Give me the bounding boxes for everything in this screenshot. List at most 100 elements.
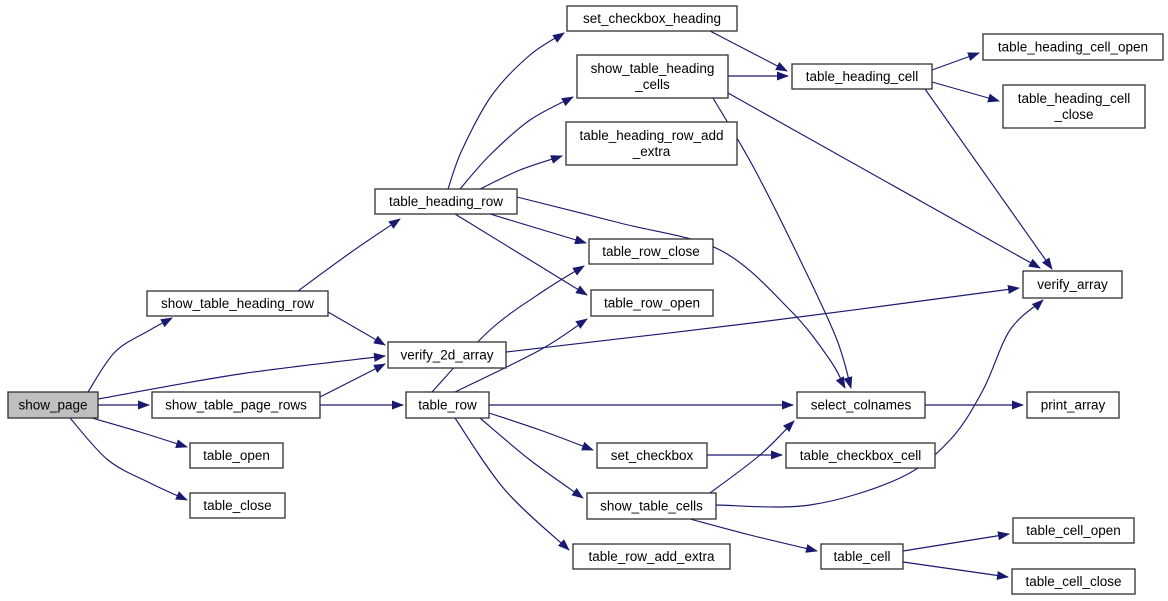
node-box	[189, 492, 286, 519]
node-set-checkbox-heading[interactable]: set_checkbox_heading	[566, 5, 738, 32]
node-show-table-page-rows[interactable]: show_table_page_rows	[151, 391, 321, 419]
edge-show-page-to-show-table-heading-row	[87, 317, 173, 393]
node-box	[1012, 517, 1135, 544]
node-box	[7, 391, 99, 419]
node-box	[1026, 391, 1120, 419]
node-table-cell[interactable]: table_cell	[820, 543, 904, 570]
edge-table-row-to-set-checkbox	[488, 412, 594, 451]
edge-table-heading-row-to-table-row-close	[489, 213, 587, 245]
edge-table-heading-row-to-set-checkbox-heading	[447, 32, 565, 190]
node-verify-array[interactable]: verify_array	[1022, 270, 1123, 299]
node-table-heading-row[interactable]: table_heading_row	[374, 188, 518, 215]
edge-show-table-heading-row-to-table-heading-row	[297, 218, 401, 292]
node-label: table_close	[203, 498, 271, 513]
edge-table-cell-to-table-cell-open	[902, 531, 1010, 552]
edge-show-table-cells-to-table-cell	[689, 518, 818, 553]
node-label: table_cell	[833, 549, 890, 564]
node-label: print_array	[1041, 398, 1106, 413]
edge-table-row-to-table-row-close	[431, 265, 585, 393]
edge-show-table-heading-row-to-verify-2d-array	[327, 311, 386, 346]
node-label: table_row	[418, 398, 477, 413]
node-label: set_checkbox	[611, 448, 694, 463]
node-label: table_row_open	[604, 296, 700, 311]
node-show-table-heading-cells[interactable]: show_table_heading_cells	[576, 54, 729, 99]
node-table-row-add-extra[interactable]: table_row_add_extra	[572, 543, 731, 570]
node-label: table_row_close	[602, 244, 700, 259]
edge-table-heading-row-to-select-colnames	[516, 196, 846, 389]
node-label: table_open	[203, 448, 270, 463]
node-label: show_table_heading_cells	[591, 61, 715, 92]
edge-show-table-heading-cells-to-select-colnames	[712, 97, 853, 389]
node-label: show_page	[18, 398, 87, 413]
node-box	[576, 54, 729, 99]
node-box	[791, 63, 933, 90]
edge-table-heading-cell-to-table-heading-cell-open	[931, 52, 980, 71]
edge-table-heading-row-to-table-row-open	[454, 213, 588, 296]
node-box	[189, 442, 284, 469]
node-box	[565, 121, 738, 166]
node-table-row-close[interactable]: table_row_close	[588, 238, 714, 265]
node-label: table_heading_row_add_extra	[579, 128, 723, 159]
edge-table-heading-row-to-table-heading-row-add-extra	[479, 155, 563, 190]
node-label: show_table_cells	[600, 499, 703, 514]
node-label: verify_2d_array	[400, 348, 493, 363]
node-table-heading-cell-open[interactable]: table_heading_cell_open	[982, 33, 1164, 61]
node-label: select_colnames	[811, 398, 912, 413]
node-table-checkbox-cell[interactable]: table_checkbox_cell	[785, 442, 936, 469]
node-label: show_table_page_rows	[165, 398, 307, 413]
node-table-cell-close[interactable]: table_cell_close	[1011, 568, 1136, 595]
node-label: show_table_heading_row	[161, 296, 314, 311]
node-box	[588, 238, 714, 265]
node-label: table_heading_cell	[806, 69, 919, 84]
node-box	[1002, 84, 1146, 129]
edge-table-heading-row-to-show-table-heading-cells	[459, 96, 574, 190]
node-select-colnames[interactable]: select_colnames	[796, 391, 926, 419]
edge-table-row-to-show-table-cells	[479, 417, 584, 499]
node-label: table_row_add_extra	[588, 549, 715, 564]
edge-verify-2d-array-to-verify-array	[505, 284, 1020, 353]
node-label: table_cell_open	[1026, 523, 1121, 538]
node-table-cell-open[interactable]: table_cell_open	[1012, 517, 1135, 544]
node-box	[596, 442, 708, 469]
node-box	[405, 391, 490, 419]
node-box	[374, 188, 518, 215]
edge-table-heading-cell-to-table-heading-cell-close	[931, 81, 1000, 103]
node-table-row[interactable]: table_row	[405, 391, 490, 419]
node-box	[586, 492, 717, 520]
edge-show-table-cells-to-select-colnames	[709, 420, 795, 494]
node-table-heading-row-add-extra[interactable]: table_heading_row_add_extra	[565, 121, 738, 166]
node-box	[151, 391, 321, 419]
node-box	[785, 442, 936, 469]
node-box	[1011, 568, 1136, 595]
node-box	[566, 5, 738, 32]
node-show-table-cells[interactable]: show_table_cells	[586, 492, 717, 520]
edge-show-page-to-verify-2d-array	[97, 352, 386, 400]
node-box	[982, 33, 1164, 61]
node-label: table_cell_close	[1025, 574, 1121, 589]
node-verify-2d-array[interactable]: verify_2d_array	[387, 341, 507, 369]
node-label: set_checkbox_heading	[583, 11, 721, 26]
node-print-array[interactable]: print_array	[1026, 391, 1120, 419]
edge-show-table-heading-cells-to-verify-array	[727, 92, 1041, 269]
node-box	[146, 290, 329, 317]
node-box	[572, 543, 731, 570]
node-label: verify_array	[1037, 277, 1108, 292]
node-box	[1022, 270, 1123, 299]
node-label: table_heading_row	[389, 194, 503, 209]
node-label: table_heading_cell_open	[998, 40, 1148, 55]
node-box	[387, 341, 507, 369]
node-table-heading-cell-close[interactable]: table_heading_cell_close	[1002, 84, 1146, 129]
node-box	[590, 289, 714, 317]
node-table-close[interactable]: table_close	[189, 492, 286, 519]
node-show-table-heading-row[interactable]: show_table_heading_row	[146, 290, 329, 317]
node-table-open[interactable]: table_open	[189, 442, 284, 469]
edge-set-checkbox-heading-to-table-heading-cell	[709, 30, 788, 72]
node-table-heading-cell[interactable]: table_heading_cell	[791, 63, 933, 90]
edge-table-row-to-table-row-add-extra	[454, 417, 570, 551]
node-box	[796, 391, 926, 419]
node-show-page[interactable]: show_page	[7, 391, 99, 419]
node-set-checkbox[interactable]: set_checkbox	[596, 442, 708, 469]
node-table-row-open[interactable]: table_row_open	[590, 289, 714, 317]
